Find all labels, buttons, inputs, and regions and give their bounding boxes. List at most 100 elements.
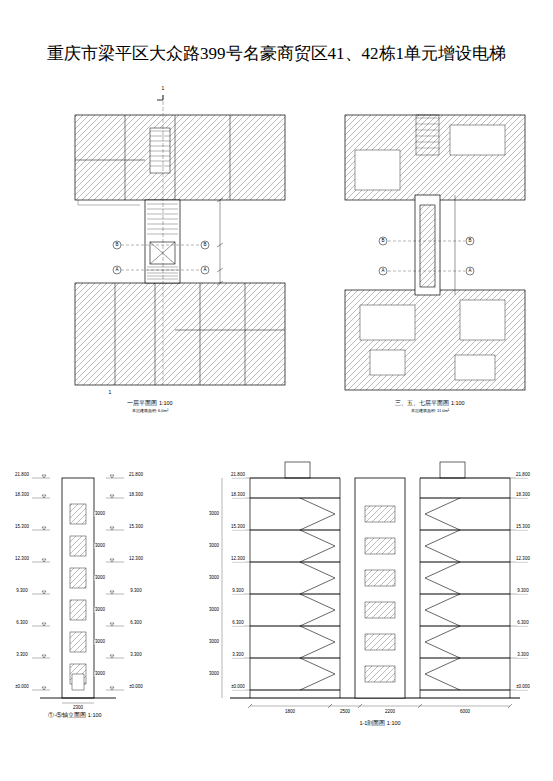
level-line xyxy=(106,530,124,531)
roof-slab xyxy=(250,477,340,478)
drawing-line xyxy=(147,279,178,280)
level-value: 6.300 xyxy=(16,621,28,626)
dimension-value: 6000 xyxy=(459,710,470,715)
dimension-tick xyxy=(358,704,362,708)
wall xyxy=(250,478,251,698)
section-mark xyxy=(163,95,164,100)
level-line xyxy=(32,478,50,479)
grid-label: A xyxy=(115,268,119,273)
roof-slab xyxy=(420,477,510,478)
drawing-line xyxy=(175,330,285,331)
drawing-line xyxy=(150,141,170,142)
level-mark xyxy=(110,623,114,626)
drawing-line xyxy=(147,267,178,268)
level-value: 12.300 xyxy=(231,557,246,562)
drawing-line xyxy=(125,115,126,200)
drawing-line xyxy=(150,242,175,264)
grid-bubble xyxy=(113,241,121,249)
level-line xyxy=(106,658,124,659)
dimension-tick xyxy=(217,198,223,202)
grid-label: B xyxy=(381,239,385,244)
level-value: 15.300 xyxy=(516,525,531,530)
level-line xyxy=(510,626,528,627)
stair-roof xyxy=(285,462,310,478)
level-value: 3.300 xyxy=(130,653,142,658)
stair-flight xyxy=(300,530,335,562)
level-mark xyxy=(42,527,46,530)
dimension-value: 3000 xyxy=(208,576,219,581)
drawing-line xyxy=(150,131,170,132)
dimension-line xyxy=(455,195,456,295)
shaft-window xyxy=(365,506,395,522)
floor-slab xyxy=(420,689,510,690)
level-mark xyxy=(42,559,46,562)
drawing-line xyxy=(150,161,170,162)
level-line xyxy=(106,562,124,563)
level-line xyxy=(510,562,528,563)
stair-roof xyxy=(440,462,465,478)
drawing-line xyxy=(416,130,439,131)
level-mark xyxy=(110,591,114,594)
level-value: 18.300 xyxy=(15,493,30,498)
dimension-line xyxy=(250,706,510,707)
drawing-line xyxy=(147,273,178,274)
drawing-line xyxy=(245,283,246,385)
grid-bubble xyxy=(201,241,209,249)
stair xyxy=(150,128,170,173)
level-value: 18.300 xyxy=(516,493,531,498)
stair-core xyxy=(415,195,440,295)
elevator-tower xyxy=(62,478,94,698)
drawing-line xyxy=(147,224,178,225)
room xyxy=(455,355,495,380)
floor-slab xyxy=(420,657,510,658)
area-note: 本层建筑面积: 6.0m² xyxy=(131,409,168,413)
floor-slab xyxy=(420,561,510,562)
building-plan xyxy=(75,283,285,385)
drawing-line xyxy=(175,115,176,200)
dimension-line xyxy=(62,703,94,704)
stair-flight xyxy=(425,562,460,594)
level-line xyxy=(510,478,528,479)
level-value: 6.300 xyxy=(232,621,244,626)
level-line xyxy=(232,658,250,659)
floor-slab xyxy=(420,529,510,530)
level-value: 12.300 xyxy=(129,557,144,562)
grid-label: A xyxy=(381,269,385,274)
grid-line xyxy=(388,241,465,242)
drawing-title: 一层平面图 1:100 xyxy=(127,401,173,407)
floor-slab xyxy=(420,497,510,498)
level-mark xyxy=(110,527,114,530)
level-value: 15.300 xyxy=(231,525,246,530)
level-line xyxy=(106,594,124,595)
dimension-tick xyxy=(217,268,223,272)
dimension-value: 3000 xyxy=(94,640,105,645)
shaft-window xyxy=(365,570,395,586)
building-plan xyxy=(75,115,285,200)
dimension-tick xyxy=(508,704,512,708)
area-note: 本层建筑面积: 11.0m² xyxy=(410,409,449,413)
stair-flight xyxy=(300,498,335,530)
grid-bubble xyxy=(379,267,387,275)
dimension-tick xyxy=(248,704,252,708)
dimension-value: 2500 xyxy=(339,710,350,715)
drawing-line xyxy=(147,276,178,277)
dimension-value: 3000 xyxy=(208,640,219,645)
floor-slab xyxy=(250,529,340,530)
level-value: ±0.000 xyxy=(129,685,144,690)
dimension-value: 3000 xyxy=(208,672,219,677)
drawing-line xyxy=(150,156,170,157)
level-line xyxy=(106,626,124,627)
level-line xyxy=(510,658,528,659)
level-mark xyxy=(42,623,46,626)
dimension-value: 1800 xyxy=(284,710,295,715)
window xyxy=(70,536,86,556)
level-line xyxy=(510,530,528,531)
grid-bubble xyxy=(466,237,474,245)
drawing-line xyxy=(416,142,439,143)
grid-line xyxy=(121,270,201,271)
grid-label: A xyxy=(203,268,207,273)
level-value: ±0.000 xyxy=(516,685,531,690)
level-line xyxy=(32,690,50,691)
level-value: ±0.000 xyxy=(231,685,246,690)
